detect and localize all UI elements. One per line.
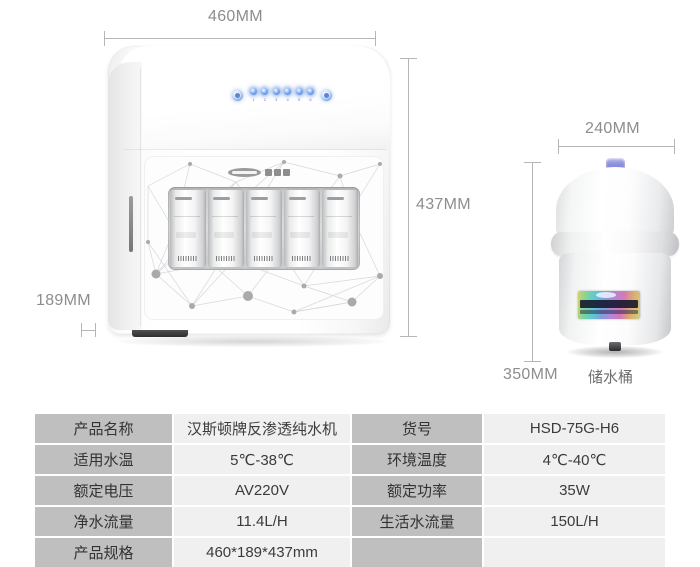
spec-value: 汉斯顿牌反渗透纯水机 bbox=[174, 414, 350, 443]
led-number: 4 bbox=[286, 97, 289, 102]
filter-cartridge bbox=[170, 190, 206, 267]
tank-seam-ring bbox=[551, 232, 679, 256]
storage-tank bbox=[548, 158, 682, 360]
spec-key: 产品名称 bbox=[35, 414, 172, 443]
spec-key-2: 额定功率 bbox=[352, 476, 482, 505]
table-row: 净水流量 11.4L/H 生活水流量 150L/H bbox=[35, 507, 665, 536]
dimension-line-purifier-depth bbox=[81, 330, 96, 331]
brand-logo bbox=[228, 166, 302, 178]
spec-value: AV220V bbox=[174, 476, 350, 505]
dimension-tick-tank-left bbox=[558, 139, 559, 154]
dimension-tick-left bbox=[104, 31, 105, 46]
purifier-side-edge bbox=[140, 68, 141, 326]
led-number: 6 bbox=[309, 97, 312, 102]
filter-window bbox=[168, 187, 360, 270]
purifier-top-highlight bbox=[146, 52, 374, 78]
dimension-tick-tank-top bbox=[524, 162, 541, 163]
function-button-icon[interactable] bbox=[321, 90, 332, 101]
spec-value-2: 4℃-40℃ bbox=[484, 445, 665, 474]
tank-outlet-valve bbox=[609, 342, 621, 351]
purifier-side-vent bbox=[129, 196, 133, 252]
spec-key: 产品规格 bbox=[35, 538, 172, 567]
spec-key: 净水流量 bbox=[35, 507, 172, 536]
water-purifier-unit: 1 2 3 4 5 6 bbox=[108, 46, 390, 338]
status-led bbox=[284, 88, 292, 95]
dimension-tick-right bbox=[375, 31, 376, 46]
purifier-panel-seam bbox=[124, 149, 386, 150]
dimension-label-purifier-height: 437MM bbox=[416, 196, 471, 213]
brand-name-text bbox=[265, 168, 290, 176]
purifier-foot bbox=[132, 330, 188, 337]
spec-value: 460*189*437mm bbox=[174, 538, 350, 567]
spec-value-2: HSD-75G-H6 bbox=[484, 414, 665, 443]
dimension-label-purifier-depth: 189MM bbox=[36, 292, 91, 309]
status-led bbox=[295, 88, 303, 95]
spec-key-2: 生活水流量 bbox=[352, 507, 482, 536]
spec-key: 适用水温 bbox=[35, 445, 172, 474]
purifier-drop-shadow bbox=[118, 336, 386, 347]
power-button-icon[interactable] bbox=[232, 90, 243, 101]
status-led-row bbox=[250, 88, 314, 95]
led-number: 5 bbox=[297, 97, 301, 102]
led-number: 1 bbox=[252, 97, 255, 102]
spec-key-2: 货号 bbox=[352, 414, 482, 443]
table-row: 产品名称 汉斯顿牌反渗透纯水机 货号 HSD-75G-H6 bbox=[35, 414, 665, 443]
dimension-tick-depth-left bbox=[81, 323, 82, 337]
filter-cartridge bbox=[284, 190, 320, 267]
dimension-tick-bottom bbox=[400, 336, 417, 337]
tank-dome bbox=[556, 167, 674, 237]
filter-cartridge bbox=[246, 190, 282, 267]
spec-value-2: 150L/H bbox=[484, 507, 665, 536]
table-row: 产品规格 460*189*437mm bbox=[35, 538, 665, 567]
table-row: 适用水温 5℃-38℃ 环境温度 4℃-40℃ bbox=[35, 445, 665, 474]
dimension-line-purifier-width bbox=[104, 38, 376, 39]
tank-caption: 储水桶 bbox=[588, 369, 634, 386]
dimension-tick-depth-right bbox=[95, 323, 96, 337]
table-row: 额定电压 AV220V 额定功率 35W bbox=[35, 476, 665, 505]
spec-value-2: 35W bbox=[484, 476, 665, 505]
led-number: 3 bbox=[275, 97, 278, 102]
led-number: 2 bbox=[263, 97, 266, 102]
spec-key: 额定电压 bbox=[35, 476, 172, 505]
dimension-line-tank-width bbox=[558, 146, 675, 147]
dimension-tick-tank-bottom bbox=[524, 361, 541, 362]
status-led bbox=[306, 88, 314, 95]
dimension-tick-tank-right bbox=[674, 139, 675, 154]
brand-mark-icon bbox=[228, 167, 261, 177]
specification-table: 产品名称 汉斯顿牌反渗透纯水机 货号 HSD-75G-H6 适用水温 5℃-38… bbox=[35, 414, 665, 567]
spec-value-2 bbox=[484, 538, 665, 567]
dimension-line-tank-height bbox=[532, 162, 533, 362]
status-led bbox=[261, 88, 269, 95]
purifier-side-panel bbox=[108, 62, 142, 330]
purifier-front-panel bbox=[144, 156, 384, 320]
purifier-top-cover bbox=[118, 46, 390, 150]
status-led bbox=[250, 88, 257, 95]
dimension-label-tank-width: 240MM bbox=[585, 120, 640, 137]
spec-key-2: 环境温度 bbox=[352, 445, 482, 474]
spec-value: 5℃-38℃ bbox=[174, 445, 350, 474]
control-panel: 1 2 3 4 5 6 bbox=[232, 87, 332, 105]
dimension-line-purifier-height bbox=[408, 58, 409, 336]
filter-cartridge bbox=[208, 190, 244, 267]
tank-holographic-label bbox=[578, 291, 640, 319]
status-led-numbers: 1 2 3 4 5 6 bbox=[250, 97, 314, 103]
dimension-tick-top bbox=[400, 58, 417, 59]
spec-key-2 bbox=[352, 538, 482, 567]
dimension-label-tank-height: 350MM bbox=[503, 366, 558, 383]
spec-value: 11.4L/H bbox=[174, 507, 350, 536]
dimension-label-purifier-width: 460MM bbox=[208, 8, 263, 25]
filter-cartridge bbox=[322, 190, 358, 267]
tank-drop-shadow bbox=[568, 346, 662, 358]
status-led bbox=[272, 88, 280, 95]
